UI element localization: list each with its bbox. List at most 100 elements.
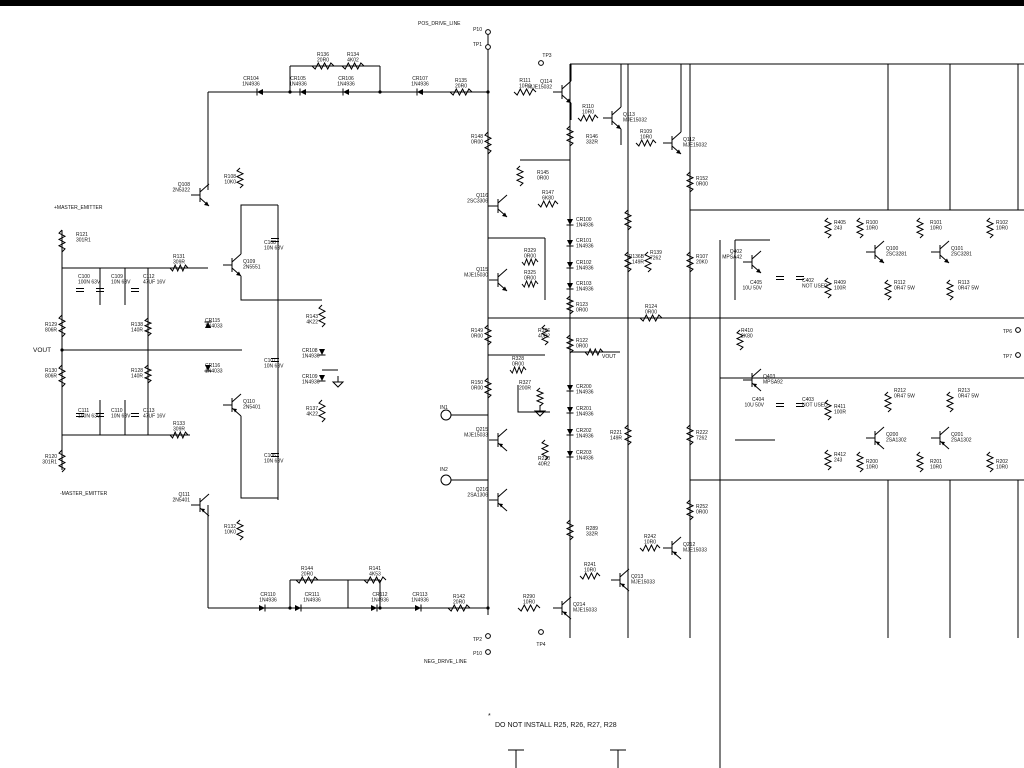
- part-ref-r141: R141: [369, 566, 381, 572]
- vout-mid-label: VOUT: [602, 354, 616, 360]
- part-value-q214: MJE15033: [573, 608, 597, 614]
- resistor-r252: [685, 499, 695, 521]
- part-value-c108: 10N 63V: [264, 246, 284, 252]
- resistor-r109: [635, 138, 657, 148]
- w: [517, 385, 550, 413]
- resistor-r110: [577, 113, 599, 123]
- part-ref-cr113: CR113: [412, 592, 427, 598]
- part-value-r142: 20R0: [453, 600, 465, 606]
- resistor-r221: [623, 424, 633, 446]
- resistor-r213: [945, 391, 955, 413]
- part-value-r133: 309R: [173, 427, 185, 433]
- transistor-q109: [223, 253, 242, 277]
- diode-cr102: [566, 262, 574, 269]
- resistor-r149: [483, 324, 493, 346]
- part-value-r221: 149R: [610, 436, 622, 442]
- resistor-r230: [540, 439, 550, 461]
- part-ref-r132: R132: [224, 524, 236, 530]
- part-value-q110: 2N5401: [243, 405, 261, 411]
- resistor-r137: [317, 399, 327, 423]
- transistor-q114: [553, 80, 572, 104]
- resistor-r328: [509, 365, 527, 375]
- part-ref-r411: R411: [834, 404, 846, 410]
- resistor-r136b: [623, 251, 633, 273]
- capacitor-c108: [271, 238, 279, 242]
- part-value-cr203: 1N4936: [576, 456, 594, 462]
- part-ref-r200: R200: [866, 459, 878, 465]
- part-value-r327: 200R: [519, 386, 531, 392]
- part-value-r405: 243: [834, 226, 843, 232]
- part-ref-cr102: CR102: [576, 260, 592, 266]
- part-value-q212: MJE15033: [683, 548, 707, 554]
- part-value-c403: NOT USED: [802, 403, 828, 409]
- part-value-cr106: 1N4936: [337, 82, 355, 88]
- part-value-r326: 40R2: [538, 334, 550, 340]
- part-ref-r230: R230: [538, 456, 550, 462]
- resistor-r152: [685, 171, 695, 193]
- part-ref-c108: C108: [264, 240, 276, 246]
- test-point-label-5: TP4: [536, 642, 545, 648]
- capacitor-c100: [76, 288, 84, 292]
- part-ref-cr103: CR103: [576, 281, 592, 287]
- resistor-r142: [447, 603, 471, 613]
- resistor-r202: [985, 451, 995, 473]
- resistor-r411: [823, 399, 833, 421]
- part-ref-cr104: CR104: [243, 76, 259, 82]
- part-ref-r152: R152: [696, 176, 708, 182]
- part-ref-r110: R110: [582, 104, 594, 110]
- resistor-r129: [57, 314, 67, 338]
- part-ref-r150: R150: [471, 380, 483, 386]
- part-value-r122: 0R00: [576, 344, 588, 350]
- resistor-r410: [735, 329, 745, 351]
- test-point-0: [485, 29, 491, 35]
- part-value-r213: 0R47 5W: [958, 394, 979, 400]
- part-ref-q101: Q101: [951, 246, 963, 252]
- part-value-r144: 20R0: [301, 572, 313, 578]
- part-value-cr200: 1N4936: [576, 390, 594, 396]
- part-ref-r108: R108: [224, 174, 236, 180]
- part-value-c100: 100N 63V: [78, 280, 101, 286]
- resistor-r148b: [623, 209, 633, 231]
- part-value-c405: 10U 50V: [743, 286, 763, 292]
- part-value-r202: 10R0: [996, 465, 1008, 471]
- resistor-r135: [449, 87, 473, 97]
- part-value-r143: 4K22: [306, 320, 318, 326]
- part-value-cr103: 1N4936: [576, 287, 594, 293]
- resistor-r147: [537, 199, 559, 209]
- junction-dot: [486, 90, 490, 94]
- part-value-r212: 0R47 5W: [894, 394, 915, 400]
- diode-cr100: [566, 219, 574, 226]
- transistor-q116: [489, 194, 508, 218]
- part-ref-q215: Q215: [476, 427, 488, 433]
- part-ref-cr110: CR110: [260, 592, 275, 598]
- part-ref-q110: Q110: [243, 399, 255, 405]
- part-ref-r136b: R136B: [629, 254, 645, 260]
- transistor-q215: [489, 428, 508, 452]
- part-ref-r149: R149: [471, 328, 483, 334]
- part-value-r412: 243: [834, 458, 843, 464]
- transistor-q110: [223, 393, 242, 417]
- part-value-r120: 301R1: [42, 460, 57, 466]
- part-ref-r138: R138: [131, 322, 143, 328]
- part-value-c106: 10N 63V: [264, 459, 284, 465]
- part-value-r146: 332R: [586, 140, 598, 146]
- part-ref-q113: Q113: [623, 112, 635, 118]
- neg-drive-line-label: NEG_DRIVE_LINE: [424, 659, 467, 665]
- part-ref-r144: R144: [301, 566, 313, 572]
- resistor-r101: [915, 217, 925, 239]
- resistor-r150: [483, 377, 493, 399]
- part-value-r136b: 149R: [632, 260, 644, 266]
- part-value-r129: 806R: [45, 328, 57, 334]
- transistor-q213: [611, 568, 630, 592]
- part-value-c113: 47UF 16V: [143, 414, 166, 420]
- junction-dot: [288, 90, 292, 94]
- resistor-r327: [535, 387, 545, 407]
- w: [240, 416, 278, 499]
- part-ref-r329: R329: [524, 248, 536, 254]
- part-ref-cr101: CR101: [576, 238, 592, 244]
- diode-cr110: [259, 604, 266, 612]
- part-value-r121: 301R1: [76, 238, 91, 244]
- resistor-r121: [57, 229, 67, 253]
- part-ref-cr112: CR112: [372, 592, 387, 598]
- part-ref-c404: C404: [752, 397, 764, 403]
